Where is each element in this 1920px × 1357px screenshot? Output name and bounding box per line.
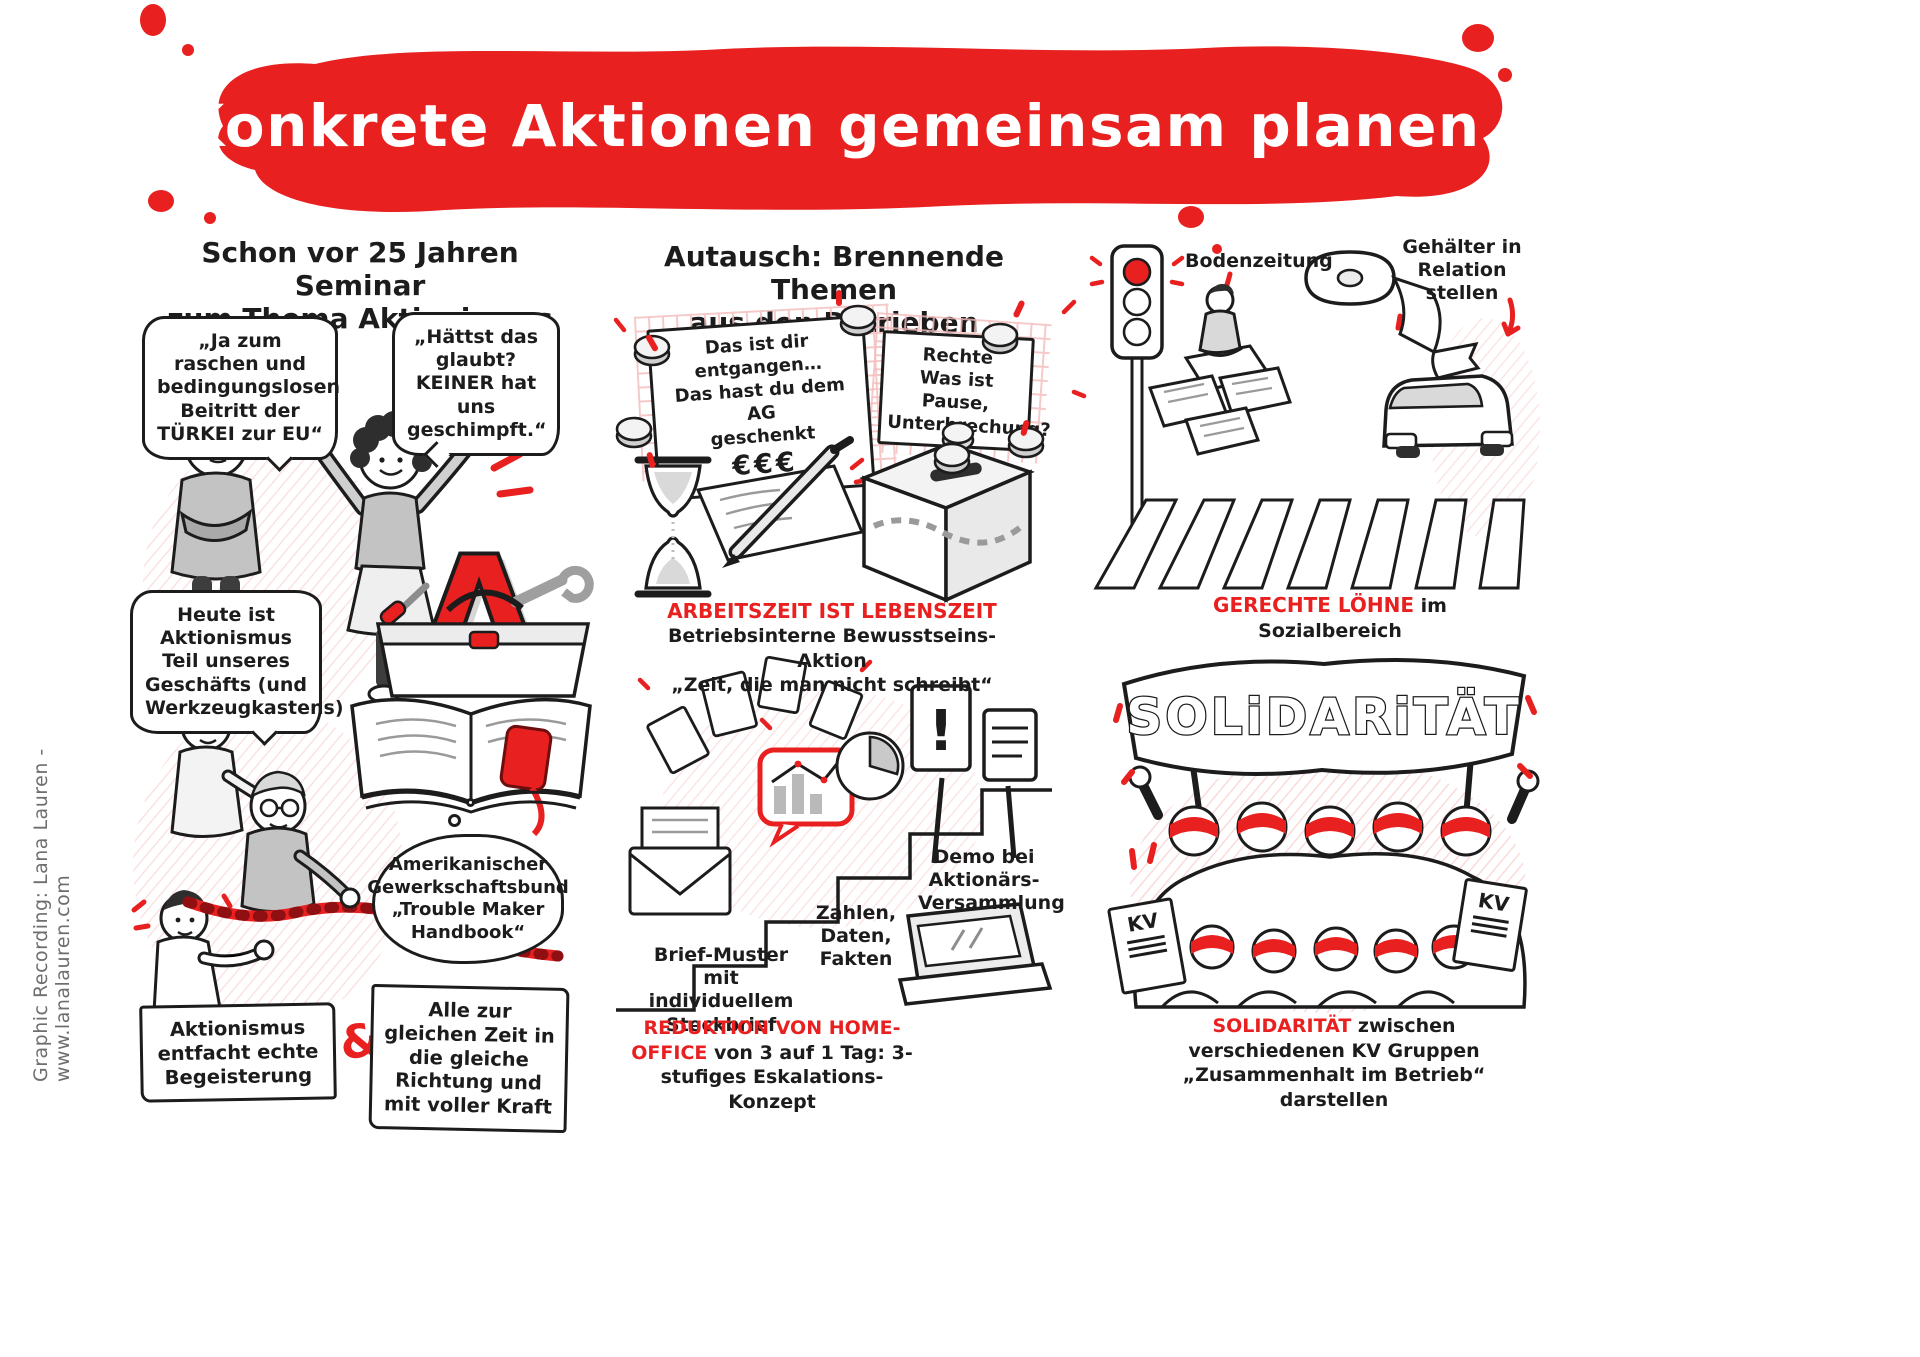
ink-splatter <box>1178 206 1204 228</box>
ink-splatter <box>966 186 984 200</box>
ink-splatter <box>182 44 194 56</box>
solidaritaet-banner: SOLiDARiTÄT <box>1113 658 1537 785</box>
ink-splatter <box>140 4 166 36</box>
label-gehaelter: Gehälter in Relation stellen <box>1402 236 1522 305</box>
label-zahlen-daten: Zahlen, Daten, Fakten <box>815 902 897 971</box>
panel1-heading-line1: Schon vor 25 Jahren Seminar <box>201 236 519 303</box>
thought-dot <box>466 798 475 807</box>
red-emphasis-marks <box>131 893 233 931</box>
caption-arbeitszeit: ARBEITSZEIT IST LEBENSZEIT Betriebsinter… <box>652 598 1012 698</box>
zebra-crossing <box>1093 498 1526 590</box>
flying-papers <box>646 655 864 775</box>
caption-arbeitszeit-line2: Betriebsinterne Bewusstseins-Aktion <box>667 625 997 672</box>
floor-newspapers <box>1147 366 1292 456</box>
red-phone-icon <box>499 724 553 792</box>
caption-gerechte-black: im Sozialbereich <box>1258 595 1447 642</box>
crowd-shoulder-arcs <box>1160 990 1455 1009</box>
ink-splatter <box>1212 244 1222 254</box>
kv-label: KV <box>1476 888 1511 917</box>
label-demo-aktionaers: Demo bei Aktionärs-Versammlung <box>918 846 1065 915</box>
label-brief-muster: Brief-Muster mit individuellem Steckbrie… <box>648 944 794 1036</box>
caption-gerechte-red: GERECHTE LÖHNE <box>1213 593 1415 617</box>
car-icon <box>1382 374 1514 458</box>
thought-dot <box>448 814 461 827</box>
speech-bubble-today: Heute ist Aktionismus Teil unseres Gesch… <box>130 590 344 734</box>
kv-sheet-right: KV <box>1451 877 1529 973</box>
coin-icons-overlay <box>613 299 1087 475</box>
bar-chart-bubble <box>757 747 855 848</box>
caption-solidaritaet-red: SOLIDARITÄT <box>1212 1015 1352 1037</box>
toolbox-icon <box>375 565 594 698</box>
ink-splatter <box>1498 68 1512 82</box>
exclamation-sign-text: ! <box>928 699 954 764</box>
kv-label: KV <box>1125 907 1161 937</box>
campaign-steps-illustration: ! <box>616 655 1053 1012</box>
poster-title: Konkrete Aktionen gemeinsam planen <box>179 92 1481 160</box>
crowd-illustration <box>1128 744 1540 1013</box>
label-bodenzeitung: Bodenzeitung <box>1185 250 1333 272</box>
ink-splatter <box>148 190 174 212</box>
toilet-paper-roll-icon <box>1304 250 1481 380</box>
panel2-heading-line1: Autausch: Brennende Themen <box>664 240 1004 307</box>
caption-home-office-red: REDUKTION VON HOME-OFFICE <box>631 1017 901 1064</box>
hourglass-icon <box>634 456 712 598</box>
red-emphasis-marks <box>613 299 1087 399</box>
solidaritaet-banner-text: SOLiDARiTÄT <box>1126 688 1522 746</box>
open-book-illustration <box>350 697 592 837</box>
pen-and-letter-illustration <box>695 436 871 568</box>
traffic-light-icon <box>1089 244 1185 540</box>
street-scene-illustration <box>1089 244 1540 590</box>
statement-box-richtung: Alle zur gleichen Zeit in die gleiche Ri… <box>368 983 570 1133</box>
caption-home-office-black: von 3 auf 1 Tag: 3-stufiges Eskalations-… <box>660 1041 913 1114</box>
crowd-front-row <box>1189 924 1477 974</box>
protest-signs: ! <box>910 684 1038 864</box>
ballot-box-illustration <box>859 421 1035 603</box>
banner-blob-shape <box>218 46 1503 213</box>
caption-solidaritaet-line2: „Zusammenhalt im Betrieb“ darstellen <box>1182 1064 1486 1112</box>
laptop-icon <box>897 902 1053 1006</box>
thought-bubble-handbook: Amerikanischer Gewerkschaftsbund „Troubl… <box>367 834 569 964</box>
caption-arbeitszeit-red: ARBEITSZEIT IST LEBENSZEIT <box>667 599 997 623</box>
caption-gerechte-loehne: GERECHTE LÖHNE im Sozialbereich <box>1160 592 1500 643</box>
red-accent-mark <box>836 290 842 306</box>
coin-icons <box>615 304 1045 475</box>
red-emphasis-marks <box>1113 695 1537 785</box>
envelope-icon <box>628 806 732 916</box>
caption-arbeitszeit-line3: „Zeit, die man nicht schreibt“ <box>671 674 993 697</box>
ink-splatter <box>204 212 216 224</box>
pie-chart-bubble <box>835 731 905 801</box>
red-emphasis-marks <box>1129 842 1157 870</box>
speech-bubble-glaubt: „Hättst das glaubt? KEINER hat uns gesch… <box>392 312 560 456</box>
tug-of-war-illustration <box>131 693 564 1061</box>
caption-solidaritaet-black: zwischen verschiedenen KV Gruppen <box>1188 1015 1480 1062</box>
statement-box-begeisterung: Aktionismus entfacht echte Begeisterung <box>139 1002 337 1104</box>
credit-text: Graphic Recording: Lana Lauren - www.lan… <box>30 748 74 1082</box>
title-banner: Konkrete Aktionen gemeinsam planen <box>145 30 1515 222</box>
caption-solidaritaet: SOLIDARITÄT zwischen verschiedenen KV Gr… <box>1136 1014 1532 1113</box>
crowd-back-row <box>1168 801 1492 857</box>
ink-splatter <box>1462 24 1494 52</box>
caption-home-office: REDUKTION VON HOME-OFFICE von 3 auf 1 Ta… <box>622 1016 922 1115</box>
red-emphasis-marks <box>637 659 873 731</box>
ink-splatter <box>564 186 580 199</box>
speech-bubble-eu: „Ja zum raschen und bedingungslosen Beit… <box>142 316 340 460</box>
stairs-outline <box>616 788 1052 1012</box>
